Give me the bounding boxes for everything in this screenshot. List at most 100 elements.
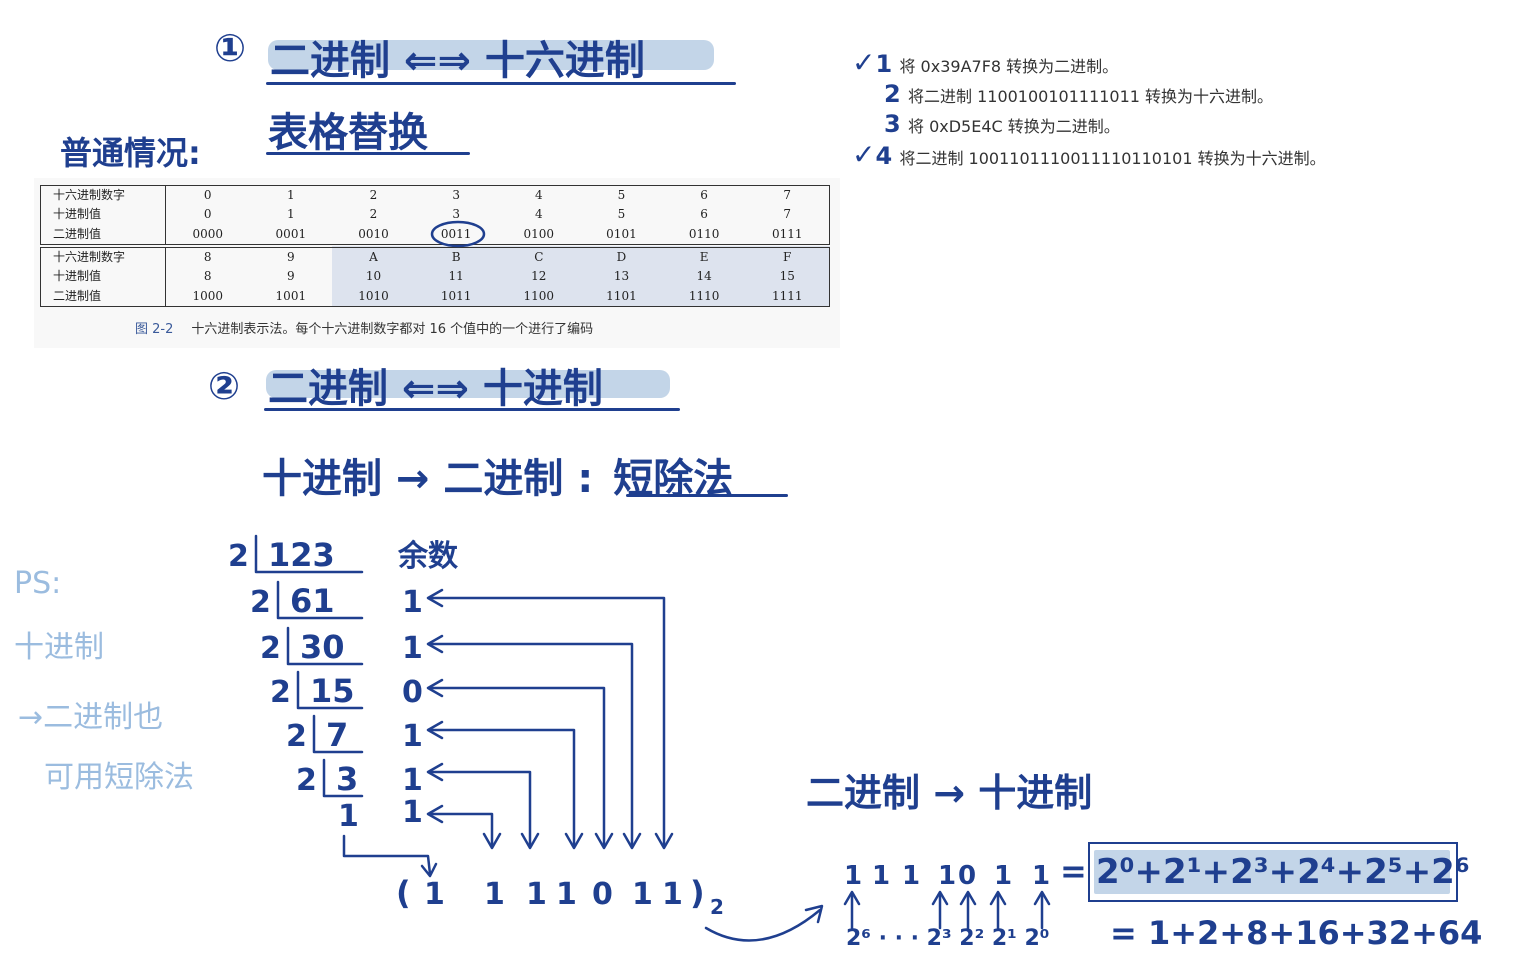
check-mark-icon: ✓ (852, 138, 876, 171)
power-sum-highlight (1094, 850, 1450, 894)
exercise-number: 2 (884, 80, 901, 108)
table-cell: 7 (783, 188, 792, 203)
bin-digit: 1 (938, 861, 956, 891)
table-cell: 0100 (523, 226, 555, 241)
dividend: 61 (290, 582, 335, 620)
arrow-head (426, 588, 444, 608)
arrow-line (428, 770, 532, 848)
section2-title: 二进制 ⇐⇒ 十进制 (268, 366, 603, 412)
arrow-line (428, 728, 576, 848)
row-label: 十进制值 (40, 205, 166, 225)
arrow-line (428, 642, 634, 848)
table-cell: 12 (497, 267, 581, 287)
division-bracket (322, 758, 364, 798)
table-cell: 14 (662, 267, 746, 287)
power-labels: 2⁶ · · · 2³ 2² 2¹ 2⁰ (846, 926, 1050, 951)
table-cell: 1011 (414, 286, 498, 307)
ps-note-line: 可用短除法 (44, 760, 194, 795)
result-digit: 0 (592, 877, 613, 912)
bin-digit: 1 (902, 861, 920, 891)
division-bracket (254, 534, 364, 574)
table-cell: 1111 (745, 286, 830, 307)
arrow-line (342, 834, 432, 876)
arrow-head (420, 862, 438, 878)
up-arrow-head (931, 890, 949, 906)
table-cell: 1110 (662, 286, 746, 307)
divisor: 2 (286, 719, 307, 754)
result-digit: 1 (526, 877, 547, 912)
dividend: 15 (310, 672, 355, 710)
table-cell: 9 (287, 269, 295, 284)
table-cell: 0110 (688, 226, 720, 241)
arrow-head (622, 832, 642, 850)
remainder: 1 (402, 585, 423, 620)
row-label: 二进制值 (40, 224, 166, 246)
caption-text: 十六进制表示法。每个十六进制数字都对 16 个值中的一个进行了编码 (191, 322, 594, 337)
result-digit: 1 (556, 877, 577, 912)
ps-note-line: →二进制也 (18, 700, 164, 735)
normal-case-label: 普通情况: (60, 134, 201, 172)
table-cell: F (745, 243, 830, 268)
table-cell: 0 (203, 207, 212, 222)
dividend: 3 (336, 760, 358, 798)
remainder: 1 (402, 763, 423, 798)
table-cell: 8 (165, 243, 250, 268)
exercise-number: 1 (875, 50, 893, 78)
row-label: 十六进制数字 (40, 243, 166, 268)
up-arrow-head (989, 890, 1007, 906)
table-cell: 0011 (440, 226, 472, 241)
final-quotient: 1 (338, 799, 359, 834)
power-sum-box: 2⁰+2¹+2³+2⁴+2⁵+2⁶ (1088, 842, 1470, 902)
table-cell: D (580, 243, 663, 268)
row-label: 十六进制数字 (40, 185, 166, 206)
division-bracket (296, 670, 364, 710)
curved-arrow (704, 908, 822, 942)
table-cell: 1000 (192, 288, 224, 303)
table-cell: 1101 (580, 286, 663, 307)
section1-number: ① (214, 26, 247, 70)
dividend: 30 (300, 628, 345, 666)
divisor: 2 (228, 539, 249, 574)
division-bracket (286, 626, 364, 666)
up-arrow-head (959, 890, 977, 906)
arrow-head (520, 832, 540, 850)
arrow-line (428, 596, 666, 848)
table-cell: 15 (745, 267, 830, 287)
result-digit: 1 (662, 877, 683, 912)
bin-digit: 1 (994, 861, 1012, 891)
bin-digit: 1 (844, 861, 862, 891)
arrow-head (426, 634, 444, 654)
remainder: 1 (402, 795, 423, 830)
table-cell: E (662, 243, 746, 268)
table-cell: 0000 (192, 226, 224, 241)
table-cell: 0101 (606, 226, 637, 241)
table-cell: 2 (369, 207, 378, 222)
section2-number: ② (208, 364, 241, 408)
dec-to-bin-text: 十进制 → 二进制 : (262, 456, 594, 502)
divisor: 2 (250, 585, 271, 620)
table-cell: 11 (414, 267, 498, 287)
divisor: 2 (270, 675, 291, 710)
row-label: 十进制值 (40, 267, 166, 287)
result-digit: 1 (424, 877, 445, 912)
table-cell: B (414, 243, 498, 268)
bin-to-dec-equals: = (1060, 852, 1087, 890)
arrow-head (564, 832, 584, 850)
exercise-number: 3 (884, 110, 901, 138)
dividend: 7 (326, 716, 348, 754)
ps-note-line: 十进制 (14, 630, 104, 665)
section1-title-highlight (268, 40, 714, 70)
division-bracket (312, 714, 364, 754)
result-digit: 1 (484, 877, 505, 912)
table-cell: 0010 (358, 226, 389, 241)
method-underline (626, 494, 788, 497)
division-bracket (276, 580, 364, 620)
